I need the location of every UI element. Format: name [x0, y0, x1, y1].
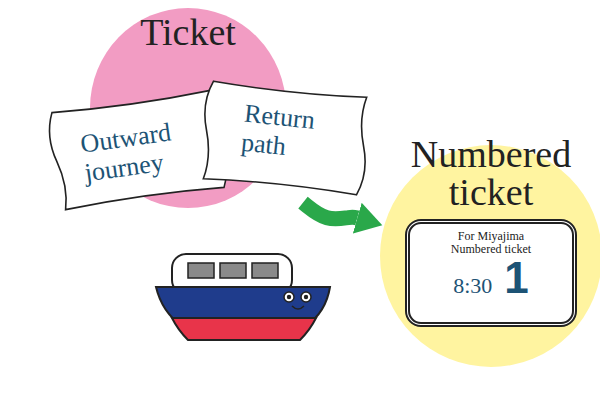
- heading: Numbered ticket: [398, 135, 584, 211]
- ticket-outline: [46, 90, 229, 211]
- card-caption: For Miyajima Numbered ticket: [410, 230, 572, 256]
- numbered-circle: Numbered ticketFor Miyajima Numbered tic…: [380, 145, 600, 367]
- numbered-ticket-card: For Miyajima Numbered ticket 8:30 1: [405, 219, 577, 327]
- boat-eye: [301, 292, 311, 302]
- ticket-label: Return path: [240, 100, 337, 166]
- boat-window: [188, 263, 214, 278]
- boat-stripe: [172, 318, 316, 340]
- heading: Ticket: [140, 12, 236, 54]
- boat-eye: [284, 292, 294, 302]
- boat-pupil: [287, 295, 291, 299]
- boat-smile: [292, 306, 304, 309]
- ticket-number: 1: [504, 256, 528, 300]
- boat-pupil: [304, 295, 308, 299]
- boat-window: [220, 263, 246, 278]
- return-ticket: Return path: [195, 77, 375, 198]
- ticket-circle: TicketOutward journeyReturn path: [90, 8, 286, 208]
- ticket-outline: [198, 81, 372, 196]
- departure-time: 8:30: [453, 273, 492, 299]
- boat-window: [252, 263, 278, 278]
- flow-arrow: [303, 203, 357, 219]
- outward-ticket: Outward journey: [44, 86, 233, 213]
